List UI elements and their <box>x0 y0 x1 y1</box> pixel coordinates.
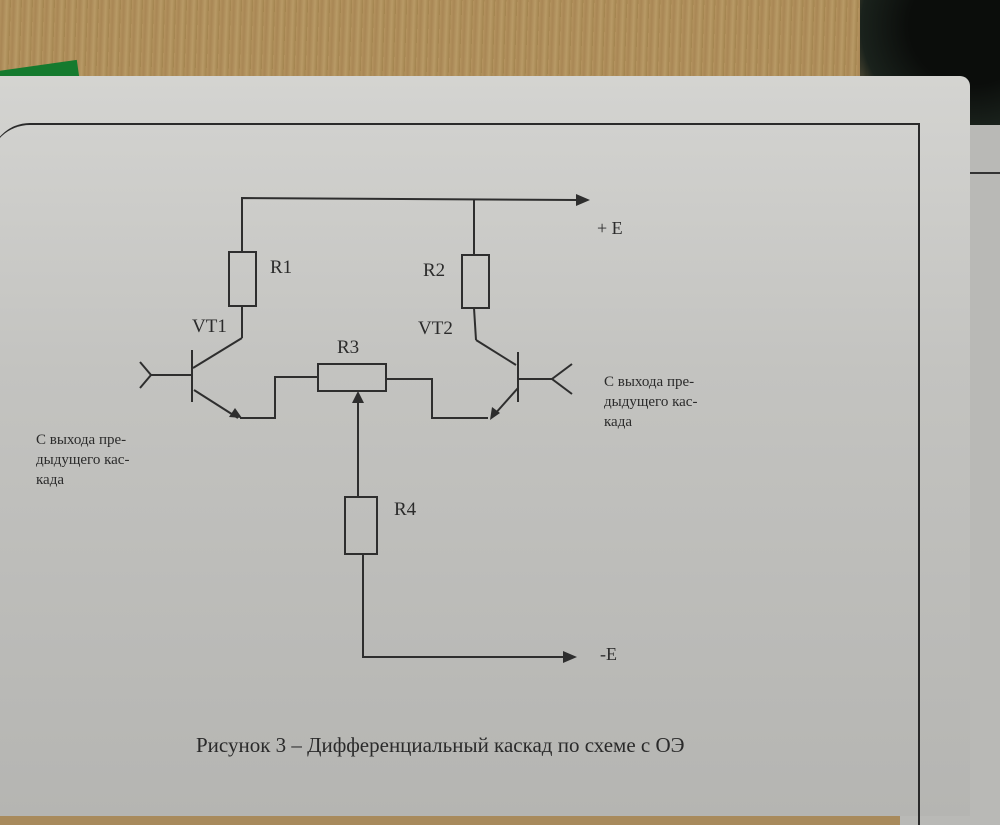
r2-vt2-collector-wire <box>473 307 477 341</box>
label-r2: R2 <box>423 260 446 281</box>
resistor-r1 <box>228 251 257 307</box>
left-input-note-line: дыдущего кас- <box>36 452 130 468</box>
label-negative-rail: -E <box>600 644 617 664</box>
positive-rail-wire <box>241 196 579 252</box>
label-r1: R1 <box>270 257 293 278</box>
vt1-input-terminal <box>139 361 153 389</box>
circuit-schematic <box>139 194 590 663</box>
vt2-input-terminal <box>550 363 573 395</box>
r3-wiper-arrow <box>352 391 364 403</box>
left-input-note: С выхода пре- дыдущего кас- када <box>36 430 129 490</box>
positive-rail-arrow <box>576 194 590 206</box>
left-input-note-line: када <box>36 472 65 488</box>
page-frame <box>0 123 920 825</box>
label-r3: R3 <box>337 337 360 358</box>
vt1-collector <box>192 337 243 369</box>
right-input-note: С выхода пре- дыдущего кас- када <box>604 372 697 432</box>
label-vt2: VT2 <box>418 318 453 339</box>
negative-rail-wire <box>362 554 565 658</box>
r3-right-wire <box>386 378 488 419</box>
vt1-emitter-wire <box>240 376 318 419</box>
back-sheet-frame-line <box>962 172 1000 174</box>
right-input-note-line: дыдущего кас- <box>604 394 698 410</box>
right-input-note-line: када <box>604 414 633 430</box>
resistor-r2 <box>461 254 490 309</box>
vt1-emitter-arrow <box>229 408 242 418</box>
vt2-emitter-arrow <box>490 407 500 420</box>
right-input-note-line: С выхода пре- <box>604 374 695 390</box>
label-positive-rail: + E <box>597 218 623 238</box>
vt1-emitter <box>193 389 239 419</box>
vt2-emitter <box>493 387 519 416</box>
figure-caption: Рисунок 3 – Дифференциальный каскад по с… <box>196 733 685 757</box>
resistor-r4 <box>344 496 378 555</box>
label-vt1: VT1 <box>192 316 227 337</box>
left-input-note-line: С выхода пре- <box>36 432 127 448</box>
negative-rail-arrow <box>563 651 577 663</box>
resistor-r3 <box>317 363 387 392</box>
vt2-collector <box>475 339 517 366</box>
label-r4: R4 <box>394 499 417 520</box>
